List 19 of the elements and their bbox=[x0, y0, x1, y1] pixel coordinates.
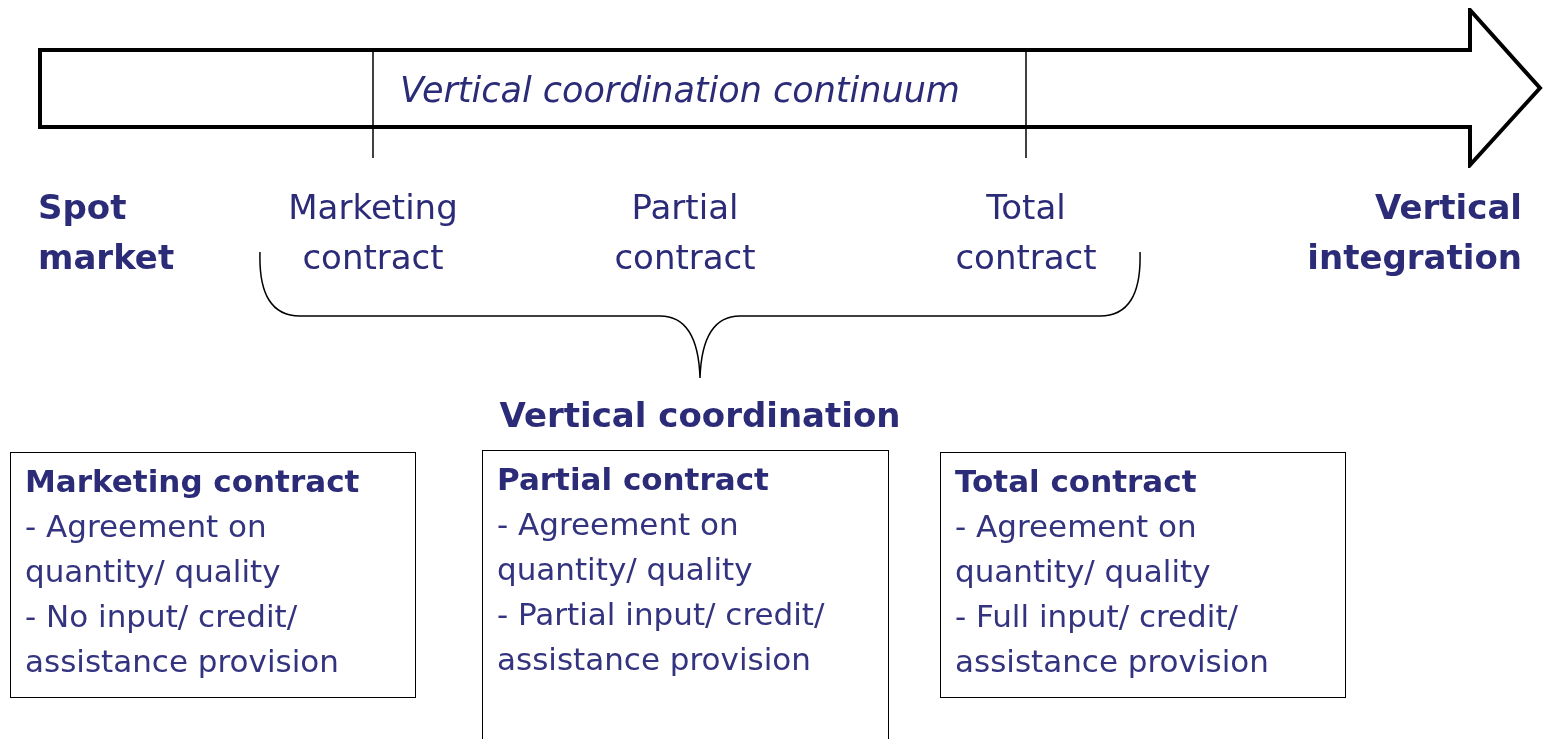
stage-label: Marketing contract bbox=[287, 186, 459, 279]
box-heading: Partial contract bbox=[497, 460, 770, 499]
contract-box bbox=[482, 450, 889, 739]
end-label: Spot market bbox=[38, 186, 176, 279]
bullet-text: - Agreement on quantity/ quality bbox=[25, 507, 282, 591]
bullet-text: - Full input/ credit/ assistance provision bbox=[955, 597, 1270, 681]
contract-box bbox=[940, 452, 1346, 698]
box-heading: Total contract bbox=[955, 462, 1198, 501]
bullet-text: - Agreement on quantity/ quality bbox=[955, 507, 1212, 591]
stage-label: Partial contract bbox=[613, 186, 757, 279]
bullet-text: - Partial input/ credit/ assistance provision bbox=[497, 595, 826, 679]
end-label: Vertical integration bbox=[1306, 186, 1522, 279]
bullet-text: - Agreement on quantity/ quality bbox=[497, 505, 754, 589]
continuum-arrow bbox=[38, 8, 1544, 168]
contract-box bbox=[10, 452, 416, 698]
group-label: Vertical coordination bbox=[498, 394, 902, 437]
stage-label: Total contract bbox=[954, 186, 1098, 279]
bullet-text: - No input/ credit/ assistance provision bbox=[25, 597, 340, 681]
box-heading: Marketing contract bbox=[25, 462, 361, 501]
